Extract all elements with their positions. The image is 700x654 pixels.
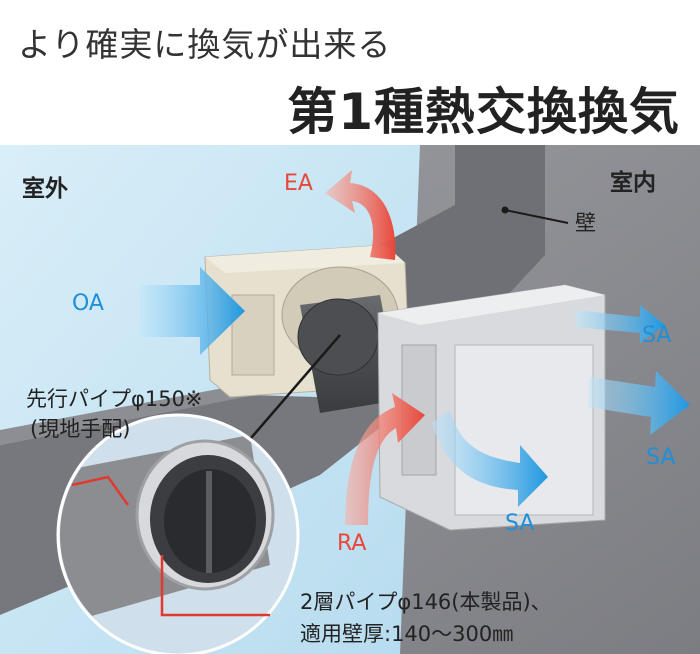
sa-arrow-right	[588, 371, 690, 435]
subtitle: より確実に換気が出来る	[18, 25, 392, 64]
sa-arrow-bottom	[432, 410, 548, 507]
indoor-label: 室内	[610, 170, 656, 196]
wall-leader-dot	[501, 206, 509, 214]
diagram-illustration	[0, 145, 700, 654]
sa-label-bottom: SA	[505, 511, 535, 536]
ra-label: RA	[337, 531, 367, 556]
magnified-pipe-divider	[206, 471, 212, 573]
oa-arrow	[140, 267, 245, 355]
pipe-note-line1: 先行パイプφ150※	[26, 387, 203, 411]
page-title: 第1種熱交換換気	[287, 83, 680, 141]
outdoor-hood-top	[205, 245, 405, 273]
outdoor-label: 室外	[22, 176, 68, 202]
sa-label-top: SA	[642, 323, 672, 348]
pipe-spec-line2: 適用壁厚:140〜300㎜	[300, 622, 514, 646]
outer-pipe-callout-line	[71, 475, 130, 506]
ventilation-diagram: 室外 室内 壁 EA OA RA SA SA SA 先行パイプφ150※ (現地…	[0, 145, 700, 654]
wall-edge	[0, 383, 255, 445]
indoor-unit-top	[378, 285, 605, 325]
pipe-spec-line1: 2層パイプφ146(本製品)、	[300, 590, 552, 614]
sa-arrow-top	[575, 305, 665, 343]
ea-label: EA	[284, 171, 313, 196]
wall-label: 壁	[575, 211, 596, 235]
pipe-note-line2: (現地手配)	[30, 417, 131, 441]
sa-label-right: SA	[646, 445, 676, 470]
inner-pipe-callout-line	[160, 555, 270, 617]
wall-leader-line	[504, 209, 569, 224]
ra-arrow	[345, 393, 425, 525]
ea-arrow	[325, 170, 396, 260]
oa-label: OA	[72, 291, 104, 316]
